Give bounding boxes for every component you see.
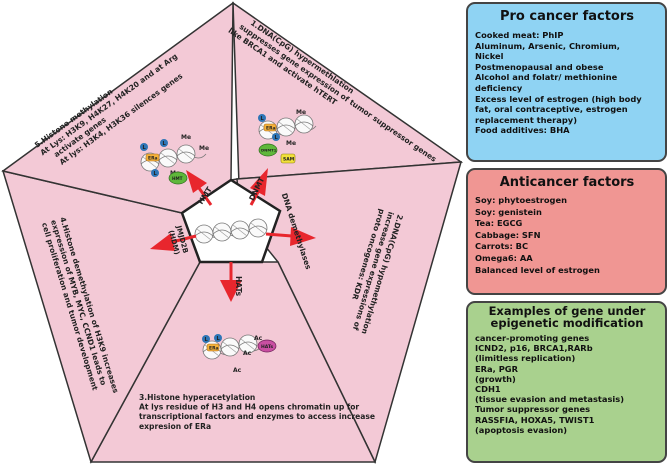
panel3-line4: expresion of ERa xyxy=(139,422,211,431)
era-tag-5: ERa xyxy=(148,156,158,162)
list-item: Postmenopausal and obese xyxy=(475,61,604,72)
l-tag-3b: L xyxy=(217,336,221,342)
list-item: (apoptosis evasion) xyxy=(475,424,568,435)
era-tag-1: ERa xyxy=(266,126,276,132)
epigenetic-genes-box: Examples of gene under epigenetic modifi… xyxy=(466,301,667,463)
pro-cancer-title: Pro cancer factors xyxy=(499,9,635,24)
anticancer-title: Anticancer factors xyxy=(499,175,635,190)
dnmt1-blob-label: DNMT1 xyxy=(261,148,277,153)
panel3-text: 3.Histone hyperacetylation At lys residu… xyxy=(139,393,378,431)
anticancer-list: Soy: phytoestrogen Soy: genistein Tea: E… xyxy=(475,195,659,276)
hmt-blob-label: HMT xyxy=(172,176,183,181)
arrow-demethylases xyxy=(265,227,316,246)
list-item: Tumor suppressor genes xyxy=(475,404,591,415)
arrow-hats xyxy=(220,262,242,302)
list-item: Soy: phytoestrogen xyxy=(475,195,568,205)
list-item: Cooked meat: PhIP xyxy=(475,30,564,40)
era-tag-3: ERa xyxy=(209,346,219,352)
list-item: cancer-promoting genes xyxy=(475,333,590,343)
list-item: RASSFIA, HOXA5, TWIST1 xyxy=(475,414,595,425)
histone-methylation-illustration: ERa L L L Me Me Me HMT xyxy=(140,134,209,185)
red-arrows xyxy=(150,168,316,302)
ac-tag-3c: Ac xyxy=(254,335,263,342)
list-item: Nickel xyxy=(475,51,504,62)
list-item: Tea: EGCG xyxy=(475,218,523,229)
list-item: Excess level of estrogen (high body xyxy=(475,93,642,104)
anticancer-factors-box: Anticancer factors Soy: phytoestrogen So… xyxy=(466,168,667,295)
arrow-jmjd2b xyxy=(150,233,197,251)
l-tag-5b: L xyxy=(163,141,167,147)
panel3-line2: At lys residue of H3 and H4 opens chroma… xyxy=(139,403,359,412)
hats-blob-label: HATs xyxy=(261,344,273,350)
me-tag-5b: Me xyxy=(199,145,209,152)
list-item: Soy: genistein xyxy=(475,206,542,217)
list-item: Aluminum, Arsenic, Chromium, xyxy=(475,40,620,51)
list-item: Carrots: BC xyxy=(475,241,529,252)
list-item: replacement therapy) xyxy=(475,114,578,125)
l-tag-5a: L xyxy=(143,145,147,151)
sam-blob-label: SAM xyxy=(283,157,295,163)
l-tag-1a: L xyxy=(261,116,265,122)
list-item: deficiency xyxy=(475,82,523,93)
list-item: Food additives: BHA xyxy=(475,125,570,136)
pro-cancer-list: Cooked meat: PhIP Aluminum, Arsenic, Chr… xyxy=(475,30,659,136)
me-tag-1b: Me xyxy=(286,140,296,147)
list-item: ERa, PGR xyxy=(475,363,518,374)
hats-label: HATs xyxy=(234,276,243,297)
list-item: Alcohol and folatr/ methionine xyxy=(475,72,618,83)
ac-tag-3a: Ac xyxy=(243,350,252,357)
list-item: Omega6: AA xyxy=(475,252,533,263)
histone-acetylation-illustration: L L ERa Ac Ac Ac HATs xyxy=(202,334,277,374)
nucleosome-chain-icon xyxy=(194,218,268,244)
ac-tag-3b: Ac xyxy=(233,367,242,374)
me-tag-5a: Me xyxy=(181,134,191,141)
genes-list: cancer-promoting genes ICND2, p16, BRCA1… xyxy=(475,333,659,435)
pro-cancer-factors-box: Pro cancer factors Cooked meat: PhIP Alu… xyxy=(466,2,667,162)
list-item: (limitless replication) xyxy=(475,353,576,364)
list-item: Cabbage: SFN xyxy=(475,229,541,240)
list-item: (tissue evasion and metastasis) xyxy=(475,394,624,405)
dna-methylation-illustration: L L ERa Me Me DNMT1 SAM xyxy=(258,109,317,164)
panel3-line1: 3.Histone hyperacetylation xyxy=(139,393,255,402)
arrow-hmt xyxy=(186,170,213,206)
list-item: (growth) xyxy=(475,373,516,384)
list-item: fat, oral contraceptive, estrogen xyxy=(475,104,628,115)
arrow-dnmt xyxy=(249,168,268,206)
list-item: CDH1 xyxy=(475,384,501,395)
list-item: Balanced level of estrogen xyxy=(475,264,600,275)
me-tag-1a: Me xyxy=(296,109,306,116)
l-tag-3a: L xyxy=(205,337,209,343)
genes-title: Examples of gene under epigenetic modifi… xyxy=(488,304,646,330)
list-item: ICND2, p16, BRCA1,RARb xyxy=(475,343,593,354)
l-tag-1b: L xyxy=(275,135,279,141)
panel3-line3: transcriptional factors and enzymes to a… xyxy=(139,412,375,421)
l-tag-5c: L xyxy=(154,171,158,177)
